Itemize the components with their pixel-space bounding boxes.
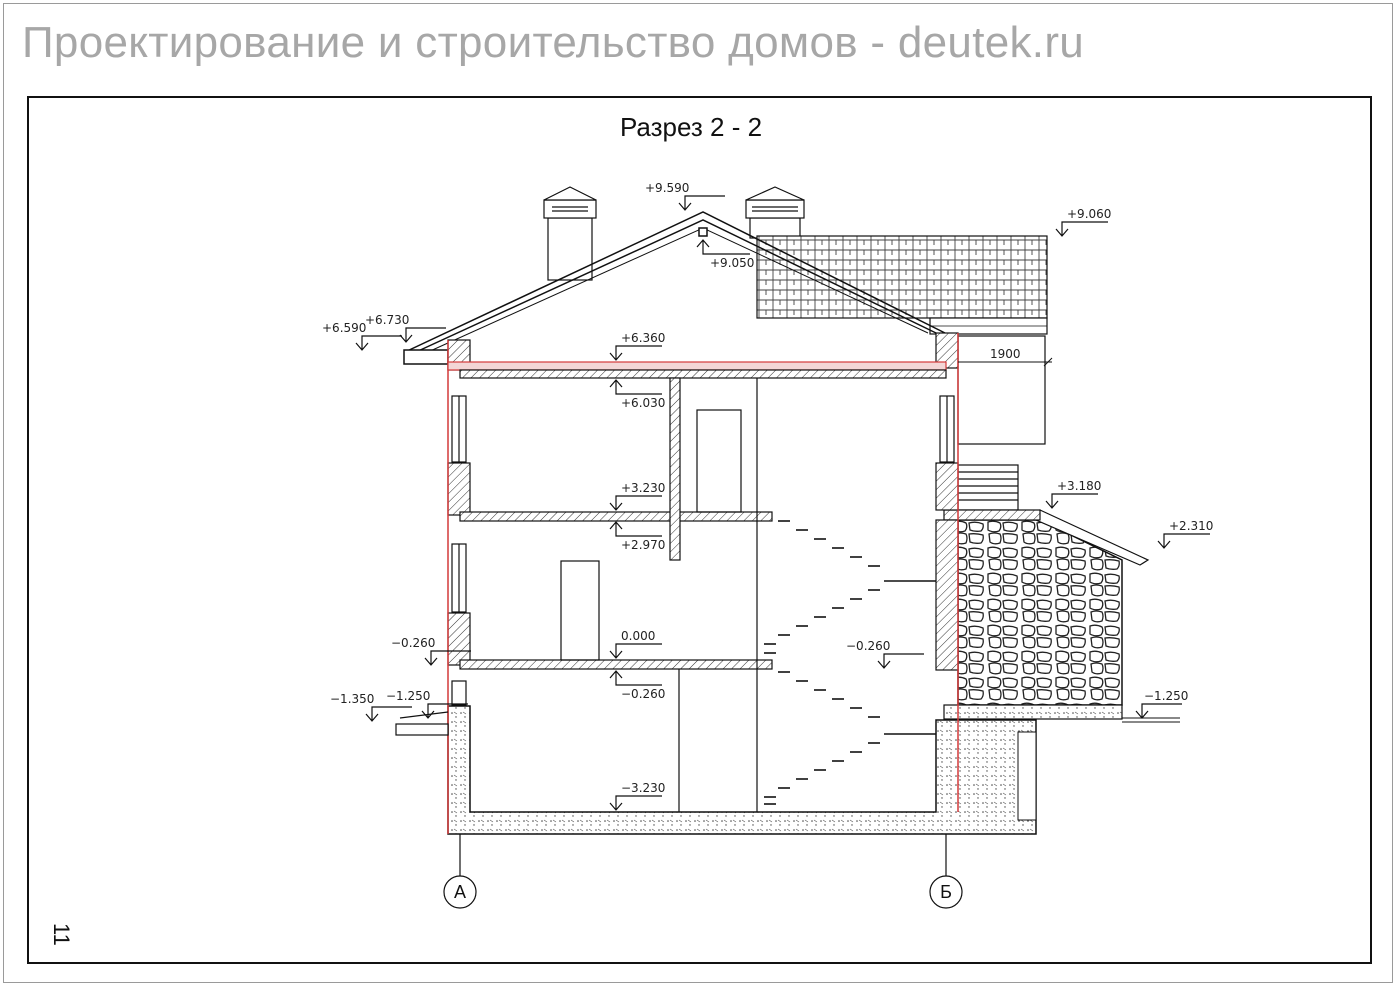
level-label-left-wall-mark: −0.260 xyxy=(391,636,435,650)
page-frame xyxy=(3,3,1393,983)
level-mark-attic-floor-top: +6.360 xyxy=(609,331,665,361)
left-exterior-wall xyxy=(447,339,471,834)
level-mark-basement-floor: −3.230 xyxy=(609,781,665,811)
level-markers: +9.590 +9.050 +9.060 +6.590+6.730 +6.360 +6.0… xyxy=(322,181,1213,811)
axis-b-label: Б xyxy=(940,882,952,902)
level-label-annex-roof: +9.060 xyxy=(1067,207,1111,221)
entrance-step xyxy=(395,711,449,736)
axis-a-label: А xyxy=(454,882,466,902)
level-label-first-floor-top: 0.000 xyxy=(621,629,655,643)
level-label-terrace-roof-edge: +2.310 xyxy=(1169,519,1213,533)
chimney-right xyxy=(745,186,805,239)
level-label-second-floor-bottom: +2.970 xyxy=(621,538,665,552)
level-label-stair-landing: −0.260 xyxy=(846,639,890,653)
staircase xyxy=(764,520,936,805)
level-label-first-floor-bottom: −0.260 xyxy=(621,687,665,701)
level-mark-left-wall-mark: −0.260 xyxy=(391,636,471,666)
level-label-second-floor-top: +3.230 xyxy=(621,481,665,495)
level-mark-ground-left: −1.350 xyxy=(330,692,412,722)
annex-walls xyxy=(957,335,1046,511)
level-mark-terrace-top: +3.180 xyxy=(1045,479,1101,509)
level-mark-annex-roof: +9.060 xyxy=(1055,207,1111,237)
level-label-basement-floor: −3.230 xyxy=(621,781,665,795)
floor-slabs xyxy=(447,361,947,670)
section-title: Разрез 2 - 2 xyxy=(619,112,763,142)
interior-partitions xyxy=(560,377,758,812)
grid-axes xyxy=(443,834,963,909)
level-label-ground-right: −1.250 xyxy=(1144,689,1188,703)
level-mark-ground-right: −1.250 xyxy=(1135,689,1188,719)
level-label-eave-outer: +6.590 xyxy=(322,321,366,335)
level-mark-ridge-top: +9.590 xyxy=(645,181,725,211)
level-mark-entrance-step: −1.250 xyxy=(386,689,468,719)
level-mark-terrace-roof-edge: +2.310 xyxy=(1157,519,1213,549)
right-exterior-wall xyxy=(935,332,959,812)
level-label-entrance-step: −1.250 xyxy=(386,689,430,703)
dimension-1900: 1900 xyxy=(958,347,1053,367)
level-label-terrace-top: +3.180 xyxy=(1057,479,1101,493)
level-label-attic-floor-top: +6.360 xyxy=(621,331,665,345)
level-mark-first-floor-bottom: −0.260 xyxy=(609,670,665,701)
level-mark-ridge-inner: +9.050 xyxy=(696,239,754,270)
gable-roof xyxy=(403,211,946,365)
level-mark-second-floor-top: +3.230 xyxy=(609,481,665,511)
drawing-sheet-frame xyxy=(27,96,1372,964)
ground-lines xyxy=(1122,717,1180,723)
level-mark-stair-landing: −0.260 xyxy=(846,639,924,669)
basement-foundation xyxy=(447,705,1037,835)
level-mark-first-floor-top: 0.000 xyxy=(609,629,662,659)
annex-roof xyxy=(756,235,1048,335)
chimney-left xyxy=(543,186,597,281)
level-mark-second-floor-bottom: +2.970 xyxy=(609,521,665,552)
level-mark-eave-outer: +6.590 xyxy=(322,321,402,351)
stone-retaining-wall xyxy=(943,509,1150,720)
dimension-1900-label: 1900 xyxy=(990,347,1021,361)
level-label-ridge-top: +9.590 xyxy=(645,181,689,195)
level-label-eave-inner: +6.730 xyxy=(365,313,409,327)
level-mark-eave-inner: +6.730 xyxy=(365,313,446,343)
level-mark-attic-floor-bottom: +6.030 xyxy=(609,379,665,410)
level-label-ground-left: −1.350 xyxy=(330,692,374,706)
site-title: Проектирование и строительство домов - d… xyxy=(22,18,1085,67)
level-label-attic-floor-bottom: +6.030 xyxy=(621,396,665,410)
level-label-ridge-inner: +9.050 xyxy=(710,256,754,270)
